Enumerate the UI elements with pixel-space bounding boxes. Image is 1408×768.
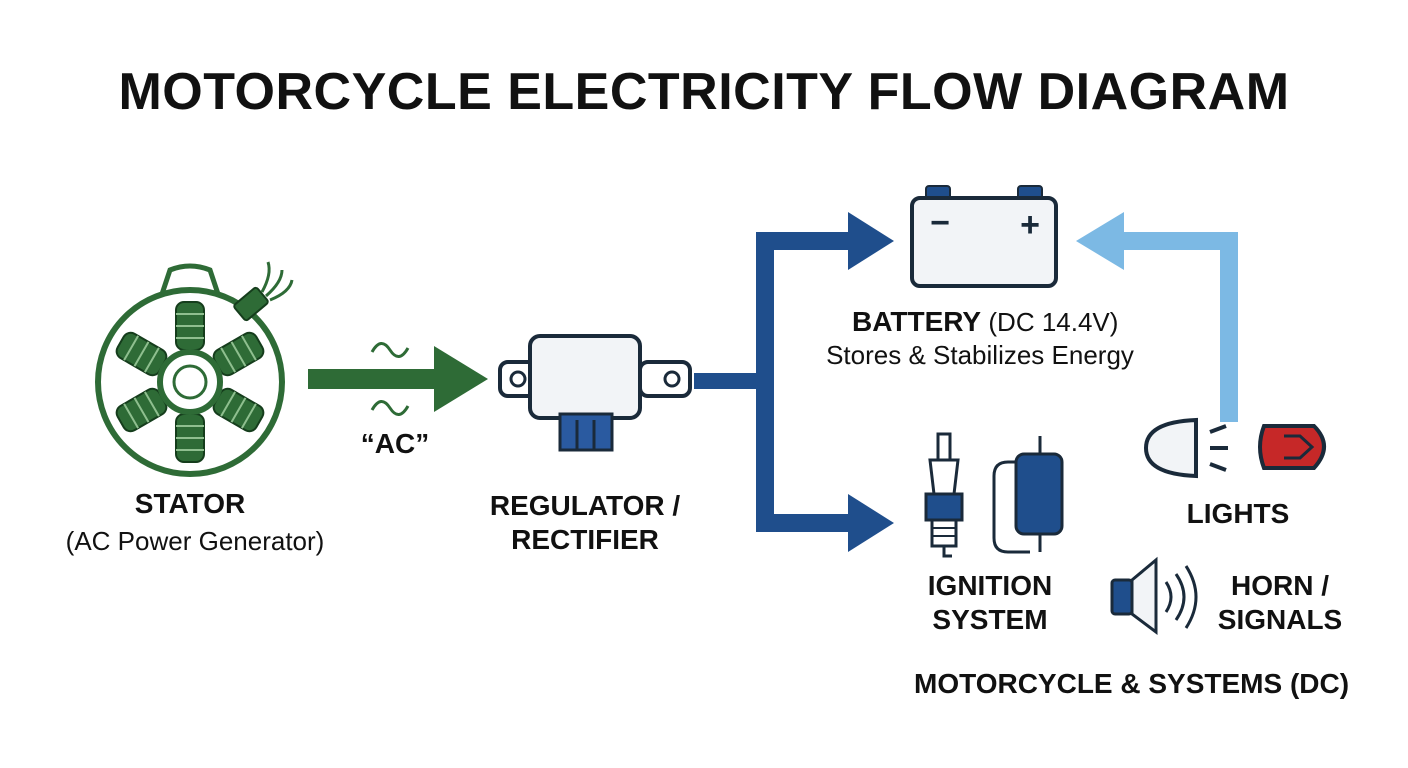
ac-flow-arrow [308,346,488,412]
battery-description: Stores & Stabilizes Energy [826,340,1134,370]
regulator-rectifier-icon [498,334,692,452]
regulator-label-line1: REGULATOR / [489,490,681,521]
battery-voltage: (DC 14.4V) [988,307,1119,337]
ac-wave-icon-top [370,342,410,358]
ignition-label-line2: SYSTEM [932,604,1048,635]
ignition-coil-icon [992,436,1064,554]
stator-sublabel: (AC Power Generator) [65,526,325,556]
lights-label: LIGHTS [1186,498,1290,529]
dc-flow-arrows [694,212,894,552]
horn-speaker-icon [1110,556,1198,635]
battery-minus-symbol: − [930,204,950,242]
ac-label: “AC” [360,428,430,459]
horn-label-line1: HORN / [1231,570,1329,601]
spark-plug-icon [924,432,964,558]
battery-label-row: BATTERY (DC 14.4V) [852,306,1118,338]
stator-icon [95,261,294,477]
stator-label: STATOR [134,488,246,519]
ac-wave-icon-bottom [370,400,410,416]
return-flow-arrow [1076,212,1238,422]
headlight-icon [1143,417,1228,479]
battery-plus-symbol: + [1020,206,1040,244]
tail-light-icon [1258,424,1326,470]
page-title: MOTORCYCLE ELECTRICITY FLOW DIAGRAM [118,63,1290,121]
battery-label: BATTERY [852,306,981,337]
ignition-label-line1: IGNITION [927,570,1053,601]
regulator-label-line2: RECTIFIER [511,524,659,555]
battery-icon [910,185,1058,288]
systems-label: MOTORCYCLE & SYSTEMS (DC) [914,668,1350,699]
horn-label-line2: SIGNALS [1217,604,1343,635]
